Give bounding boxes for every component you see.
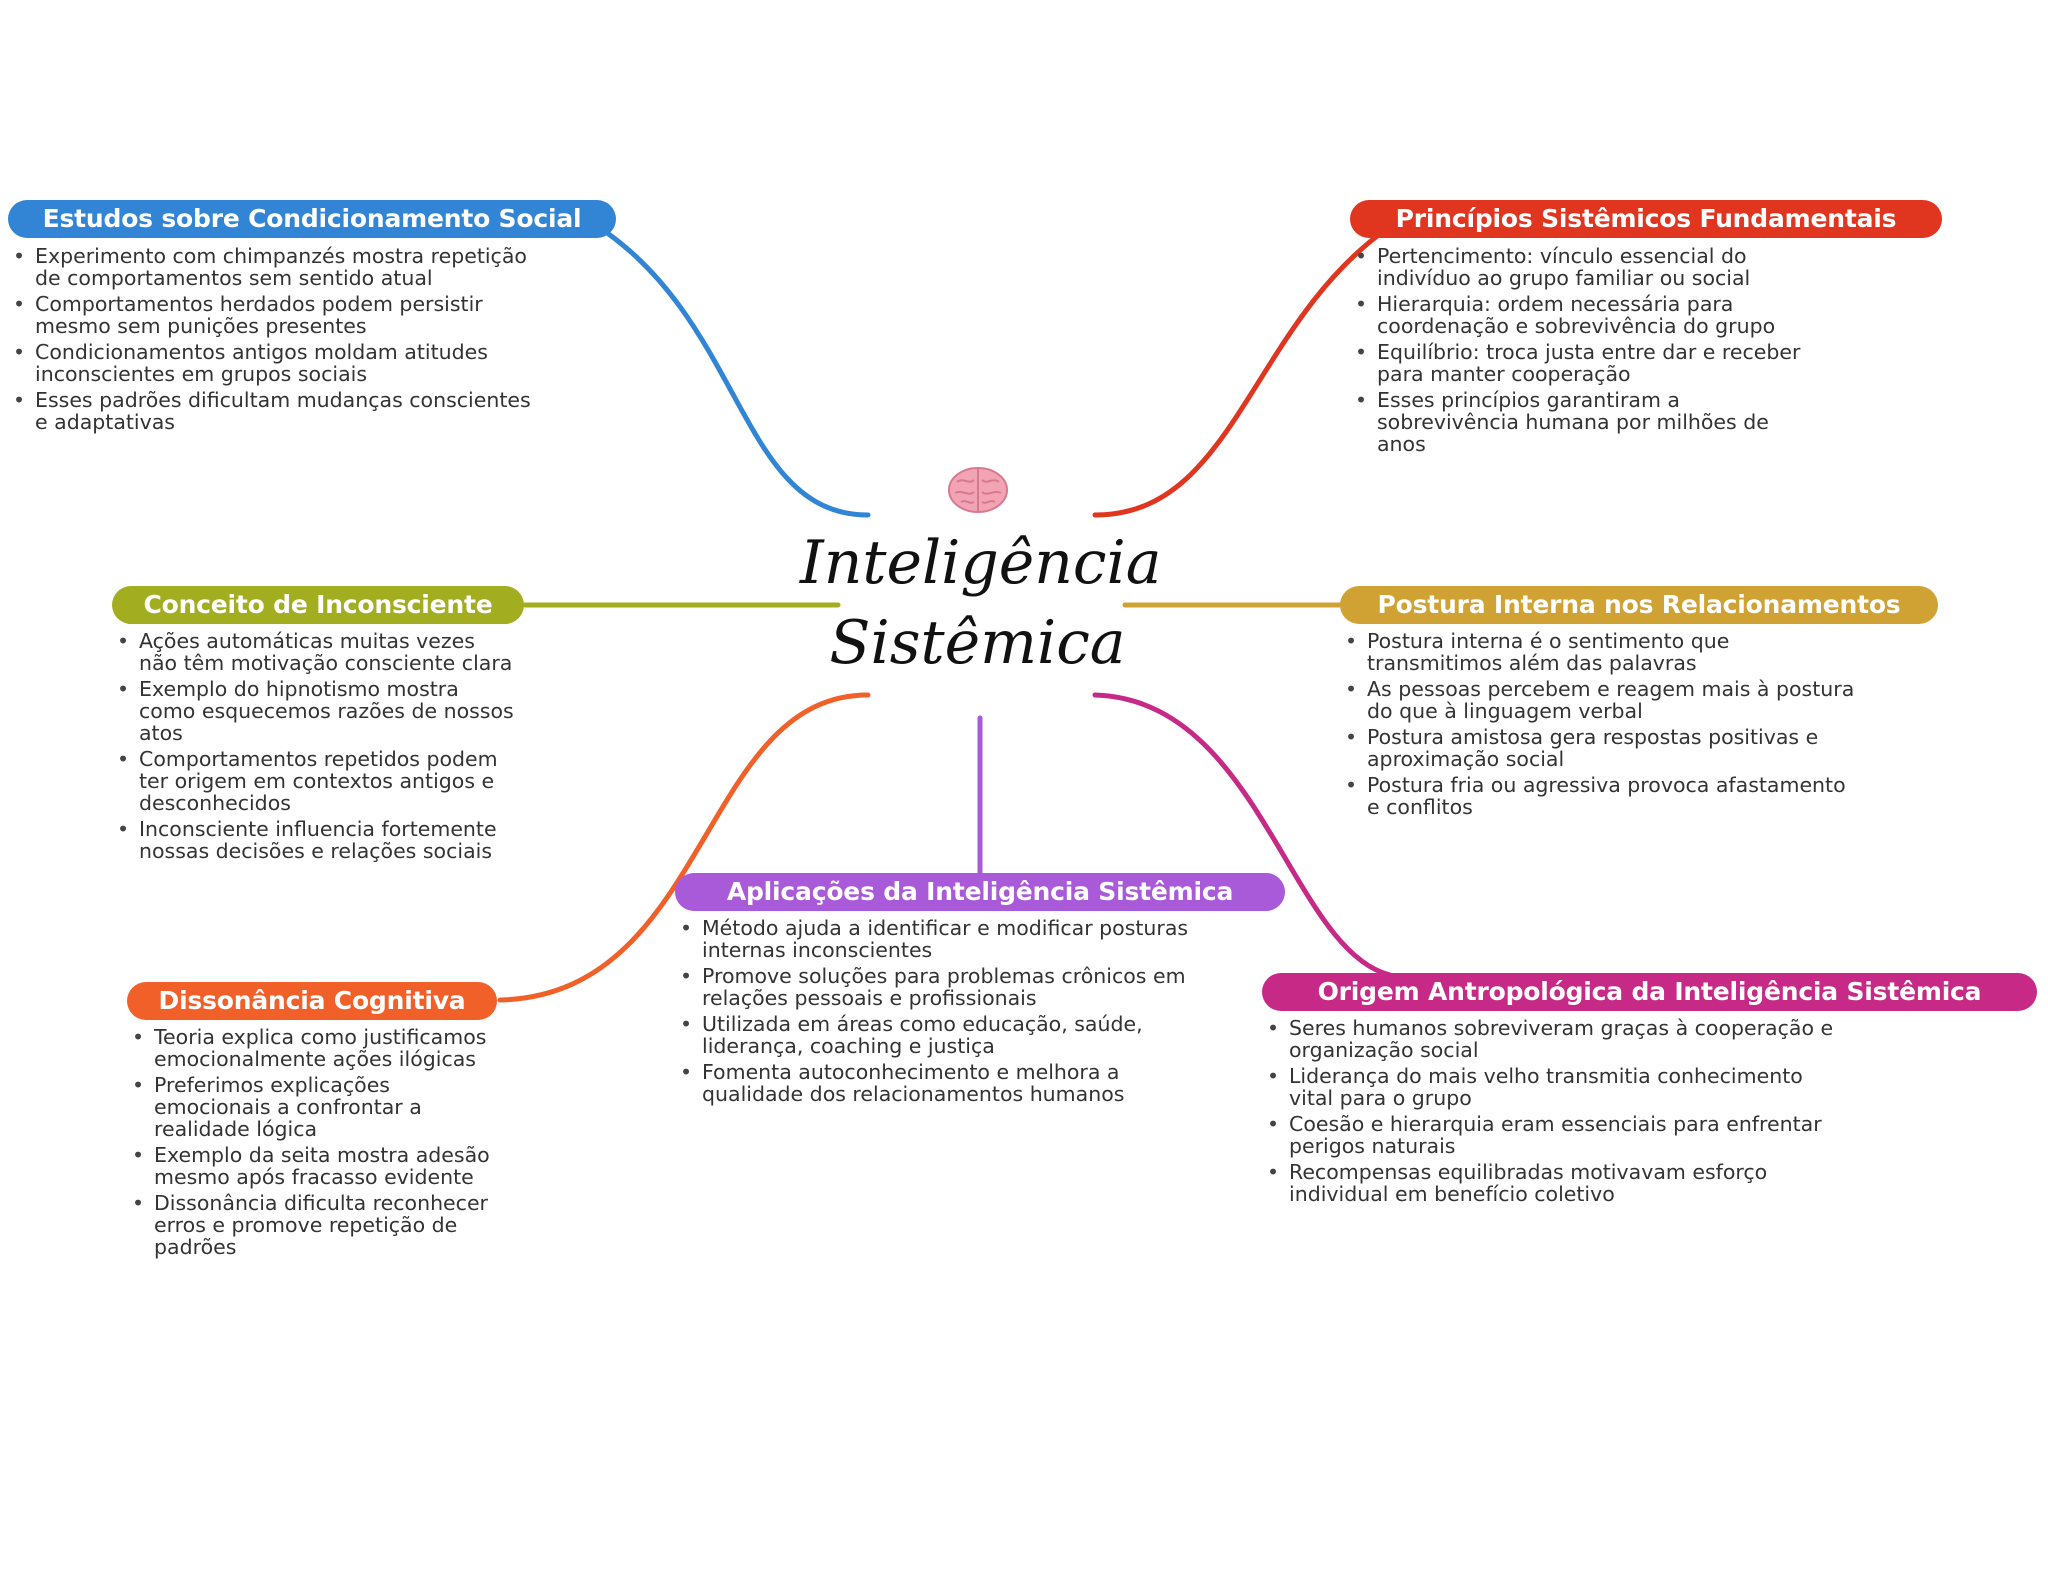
connector-principios xyxy=(1092,225,1391,518)
branch-title-conceito[interactable]: Conceito de Inconsciente xyxy=(112,586,524,624)
list-item: As pessoas percebem e reagem mais à post… xyxy=(1344,678,1864,722)
list-item: Preferimos explicações emocionais a conf… xyxy=(131,1074,496,1140)
list-item: Método ajuda a identificar e modificar p… xyxy=(679,917,1199,961)
list-item: Comportamentos repetidos podem ter orige… xyxy=(116,748,516,814)
branch-title-principios[interactable]: Princípios Sistêmicos Fundamentais xyxy=(1350,200,1942,238)
list-item: Inconsciente influencia fortemente nossa… xyxy=(116,818,516,862)
list-item: Fomenta autoconhecimento e melhora a qua… xyxy=(679,1061,1199,1105)
list-item: Promove soluções para problemas crônicos… xyxy=(679,965,1199,1009)
list-item: Pertencimento: vínculo essencial do indi… xyxy=(1354,245,1824,289)
branch-title-postura[interactable]: Postura Interna nos Relacionamentos xyxy=(1340,586,1938,624)
list-item: Teoria explica como justificamos emocion… xyxy=(131,1026,496,1070)
branch-list-dissonancia: Teoria explica como justificamos emocion… xyxy=(131,1026,496,1262)
branch-list-estudos: Experimento com chimpanzés mostra repeti… xyxy=(12,245,532,437)
list-item: Condicionamentos antigos moldam atitudes… xyxy=(12,341,532,385)
list-item: Coesão e hierarquia eram essenciais para… xyxy=(1266,1113,1851,1157)
list-item: Postura fria ou agressiva provoca afasta… xyxy=(1344,774,1864,818)
branch-title-dissonancia[interactable]: Dissonância Cognitiva xyxy=(127,982,497,1020)
branch-list-postura: Postura interna é o sentimento que trans… xyxy=(1344,630,1864,822)
central-title-line-2: Sistêmica xyxy=(829,608,1126,678)
branch-list-conceito: Ações automáticas muitas vezes não têm m… xyxy=(116,630,516,866)
list-item: Exemplo do hipnotismo mostra como esquec… xyxy=(116,678,516,744)
connector-origem xyxy=(1092,692,1393,978)
list-item: Postura amistosa gera respostas positiva… xyxy=(1344,726,1864,770)
list-item: Utilizada em áreas como educação, saúde,… xyxy=(679,1013,1199,1057)
central-title: Inteligência Sistêmica xyxy=(800,523,1162,683)
branch-title-estudos[interactable]: Estudos sobre Condicionamento Social xyxy=(8,200,616,238)
brain-icon xyxy=(800,465,1155,519)
list-item: Recompensas equilibradas motivavam esfor… xyxy=(1266,1161,1851,1205)
list-item: Seres humanos sobreviveram graças à coop… xyxy=(1266,1017,1851,1061)
list-item: Esses princípios garantiram a sobrevivên… xyxy=(1354,389,1824,455)
list-item: Exemplo da seita mostra adesão mesmo apó… xyxy=(131,1144,496,1188)
central-topic[interactable]: Inteligência Sistêmica xyxy=(800,465,1162,683)
list-item: Liderança do mais velho transmitia conhe… xyxy=(1266,1065,1851,1109)
central-title-line-1: Inteligência xyxy=(800,528,1162,598)
list-item: Esses padrões dificultam mudanças consci… xyxy=(12,389,532,433)
branch-list-origem: Seres humanos sobreviveram graças à coop… xyxy=(1266,1017,1851,1209)
list-item: Ações automáticas muitas vezes não têm m… xyxy=(116,630,516,674)
connector-dissonancia xyxy=(497,692,871,1003)
branch-title-origem[interactable]: Origem Antropológica da Inteligência Sis… xyxy=(1262,973,2037,1011)
list-item: Experimento com chimpanzés mostra repeti… xyxy=(12,245,532,289)
list-item: Equilíbrio: troca justa entre dar e rece… xyxy=(1354,341,1824,385)
list-item: Postura interna é o sentimento que trans… xyxy=(1344,630,1864,674)
list-item: Hierarquia: ordem necessária para coorde… xyxy=(1354,293,1824,337)
branch-list-aplicacoes: Método ajuda a identificar e modificar p… xyxy=(679,917,1199,1109)
branch-title-aplicacoes[interactable]: Aplicações da Inteligência Sistêmica xyxy=(675,873,1285,911)
list-item: Comportamentos herdados podem persistir … xyxy=(12,293,532,337)
connector-estudos xyxy=(597,225,871,518)
branch-list-principios: Pertencimento: vínculo essencial do indi… xyxy=(1354,245,1824,459)
list-item: Dissonância dificulta reconhecer erros e… xyxy=(131,1192,496,1258)
